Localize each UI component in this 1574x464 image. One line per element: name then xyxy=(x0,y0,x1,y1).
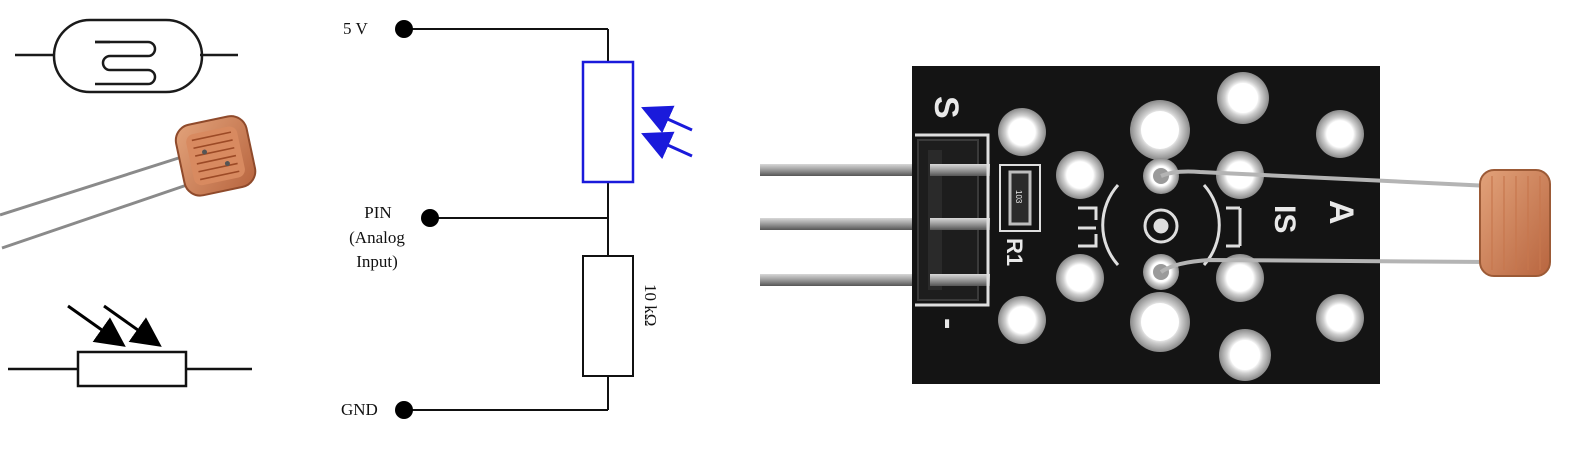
vcc-label: 5 V xyxy=(343,19,368,38)
pin-minus-label: - xyxy=(930,318,968,329)
vcc-terminal xyxy=(395,20,413,38)
schematic-wires xyxy=(404,28,609,411)
pin-signal-label: S xyxy=(927,96,965,119)
schematic-diagram: 5 V PIN (Analog Input) GND 10 kΩ xyxy=(341,19,693,419)
pin-label-line1: PIN xyxy=(364,203,391,222)
light-arrows-icon xyxy=(641,105,693,160)
ldr-resistor xyxy=(581,60,635,184)
ldr-lead-bottom xyxy=(1159,257,1491,274)
photoresistor-symbol-icon xyxy=(8,304,252,388)
pcb-holes xyxy=(998,72,1364,381)
gnd-terminal xyxy=(395,401,413,419)
gnd-label: GND xyxy=(341,400,378,419)
header-pins xyxy=(760,164,960,286)
pin-label-line3: Input) xyxy=(356,252,398,271)
module-ldr xyxy=(1479,169,1551,277)
label-is: IS xyxy=(1268,205,1301,233)
resistor-ref-label: R1 xyxy=(1002,238,1027,266)
ldr-symbol-icon xyxy=(15,18,238,94)
ldr-photo-icon xyxy=(0,115,257,250)
label-a: A xyxy=(1322,200,1360,225)
ldr-footprint xyxy=(1078,184,1242,266)
ldr-lead-top xyxy=(1160,169,1491,188)
pin-terminal xyxy=(421,209,439,227)
resistor-value-label: 10 kΩ xyxy=(641,284,660,326)
pin-label-line2: (Analog xyxy=(349,228,405,247)
fixed-resistor xyxy=(582,255,634,377)
sensor-module-photo: S - R1 A IS 103 xyxy=(760,66,1551,384)
resistor-code-label: 103 xyxy=(1014,190,1023,204)
smd-resistor xyxy=(1008,170,1032,226)
